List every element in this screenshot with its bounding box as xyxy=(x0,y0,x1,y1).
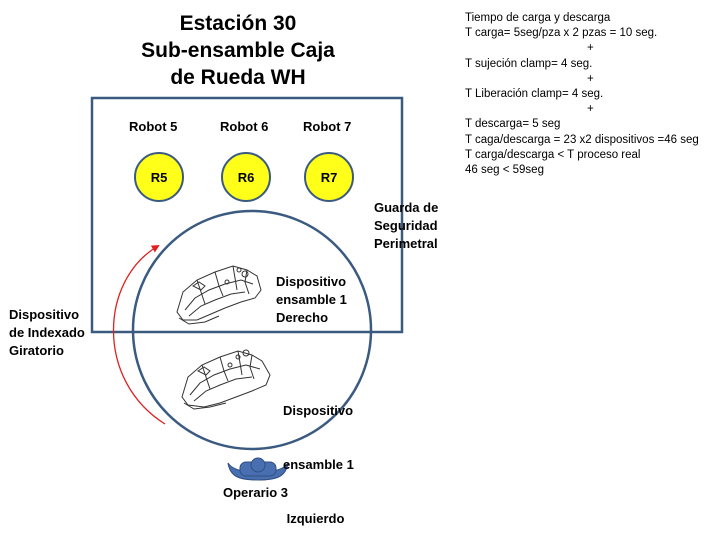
title-line-3: de Rueda WH xyxy=(170,66,306,89)
operator-icon xyxy=(227,457,289,481)
notes-plus-sign: + xyxy=(587,103,594,116)
fixture-left-icon xyxy=(181,349,271,410)
robot-6-circle: R6 xyxy=(221,152,271,202)
indexer-label-line-3: Giratorio xyxy=(9,343,64,358)
robot-7-label: Robot 7 xyxy=(303,119,352,134)
title-line-2: Sub-ensamble Caja xyxy=(141,39,335,62)
fixture-right-icon xyxy=(176,265,262,325)
fixture-left-label: Dispositivo ensamble 1 Izquierdo xyxy=(283,366,354,546)
operator-label: Operario 3 xyxy=(223,485,289,500)
title-line-1: Estación 30 xyxy=(179,12,297,35)
station-diagram xyxy=(90,96,404,481)
notes-line: T descarga= 5 seg xyxy=(465,118,561,131)
robot-7-code: R7 xyxy=(320,169,338,185)
rotation-arrow-icon xyxy=(112,244,166,425)
fixture-right-line-3: Derecho xyxy=(276,310,329,325)
notes-line: T sujeción clamp= 4 seg. xyxy=(465,57,593,70)
guard-label-line-2: Seguridad xyxy=(374,218,438,233)
indexer-label: Dispositivo de Indexado Giratorio xyxy=(9,306,85,360)
station-title: Estación 30 Sub-ensamble Caja de Rueda W… xyxy=(118,10,358,91)
notes-line: T carga= 5seg/pza x 2 pzas = 10 seg. xyxy=(465,27,658,40)
guard-label: Guarda de Seguridad Perimetral xyxy=(374,199,438,253)
robot-6-label: Robot 6 xyxy=(220,119,269,134)
robot-5-label: Robot 5 xyxy=(129,119,178,134)
notes-line: 46 seg < 59seg xyxy=(465,164,544,177)
rotary-index-table xyxy=(131,209,373,451)
fixture-right-line-1: Dispositivo xyxy=(276,274,347,289)
robot-5-circle: R5 xyxy=(134,152,184,202)
fixture-left-line-3: Izquierdo xyxy=(283,511,345,526)
guard-label-line-3: Perimetral xyxy=(374,236,438,251)
fixture-right-line-2: ensamble 1 xyxy=(276,292,347,307)
robot-7-circle: R7 xyxy=(304,152,354,202)
robot-5-code: R5 xyxy=(150,169,168,185)
indexer-label-line-1: Dispositivo xyxy=(9,307,80,322)
robot-6-code: R6 xyxy=(237,169,255,185)
notes-plus-sign: + xyxy=(587,72,594,85)
notes-line: T carga/descarga < T proceso real xyxy=(465,148,641,161)
fixture-left-line-1: Dispositivo xyxy=(283,403,354,418)
guard-label-line-1: Guarda de xyxy=(374,200,439,215)
fixture-left-line-2: ensamble 1 xyxy=(283,457,354,472)
indexer-label-line-2: de Indexado xyxy=(9,325,85,340)
fixture-right-label: Dispositivo ensamble 1 Derecho xyxy=(276,273,347,327)
cycle-time-notes: Tiempo de carga y descarga T carga= 5seg/… xyxy=(465,11,699,178)
notes-line: T Liberación clamp= 4 seg. xyxy=(465,88,604,101)
notes-line: Tiempo de carga y descarga xyxy=(465,12,611,24)
notes-line: T caga/descarga = 23 x2 dispositivos =46… xyxy=(465,133,699,146)
notes-plus-sign: + xyxy=(587,42,594,55)
